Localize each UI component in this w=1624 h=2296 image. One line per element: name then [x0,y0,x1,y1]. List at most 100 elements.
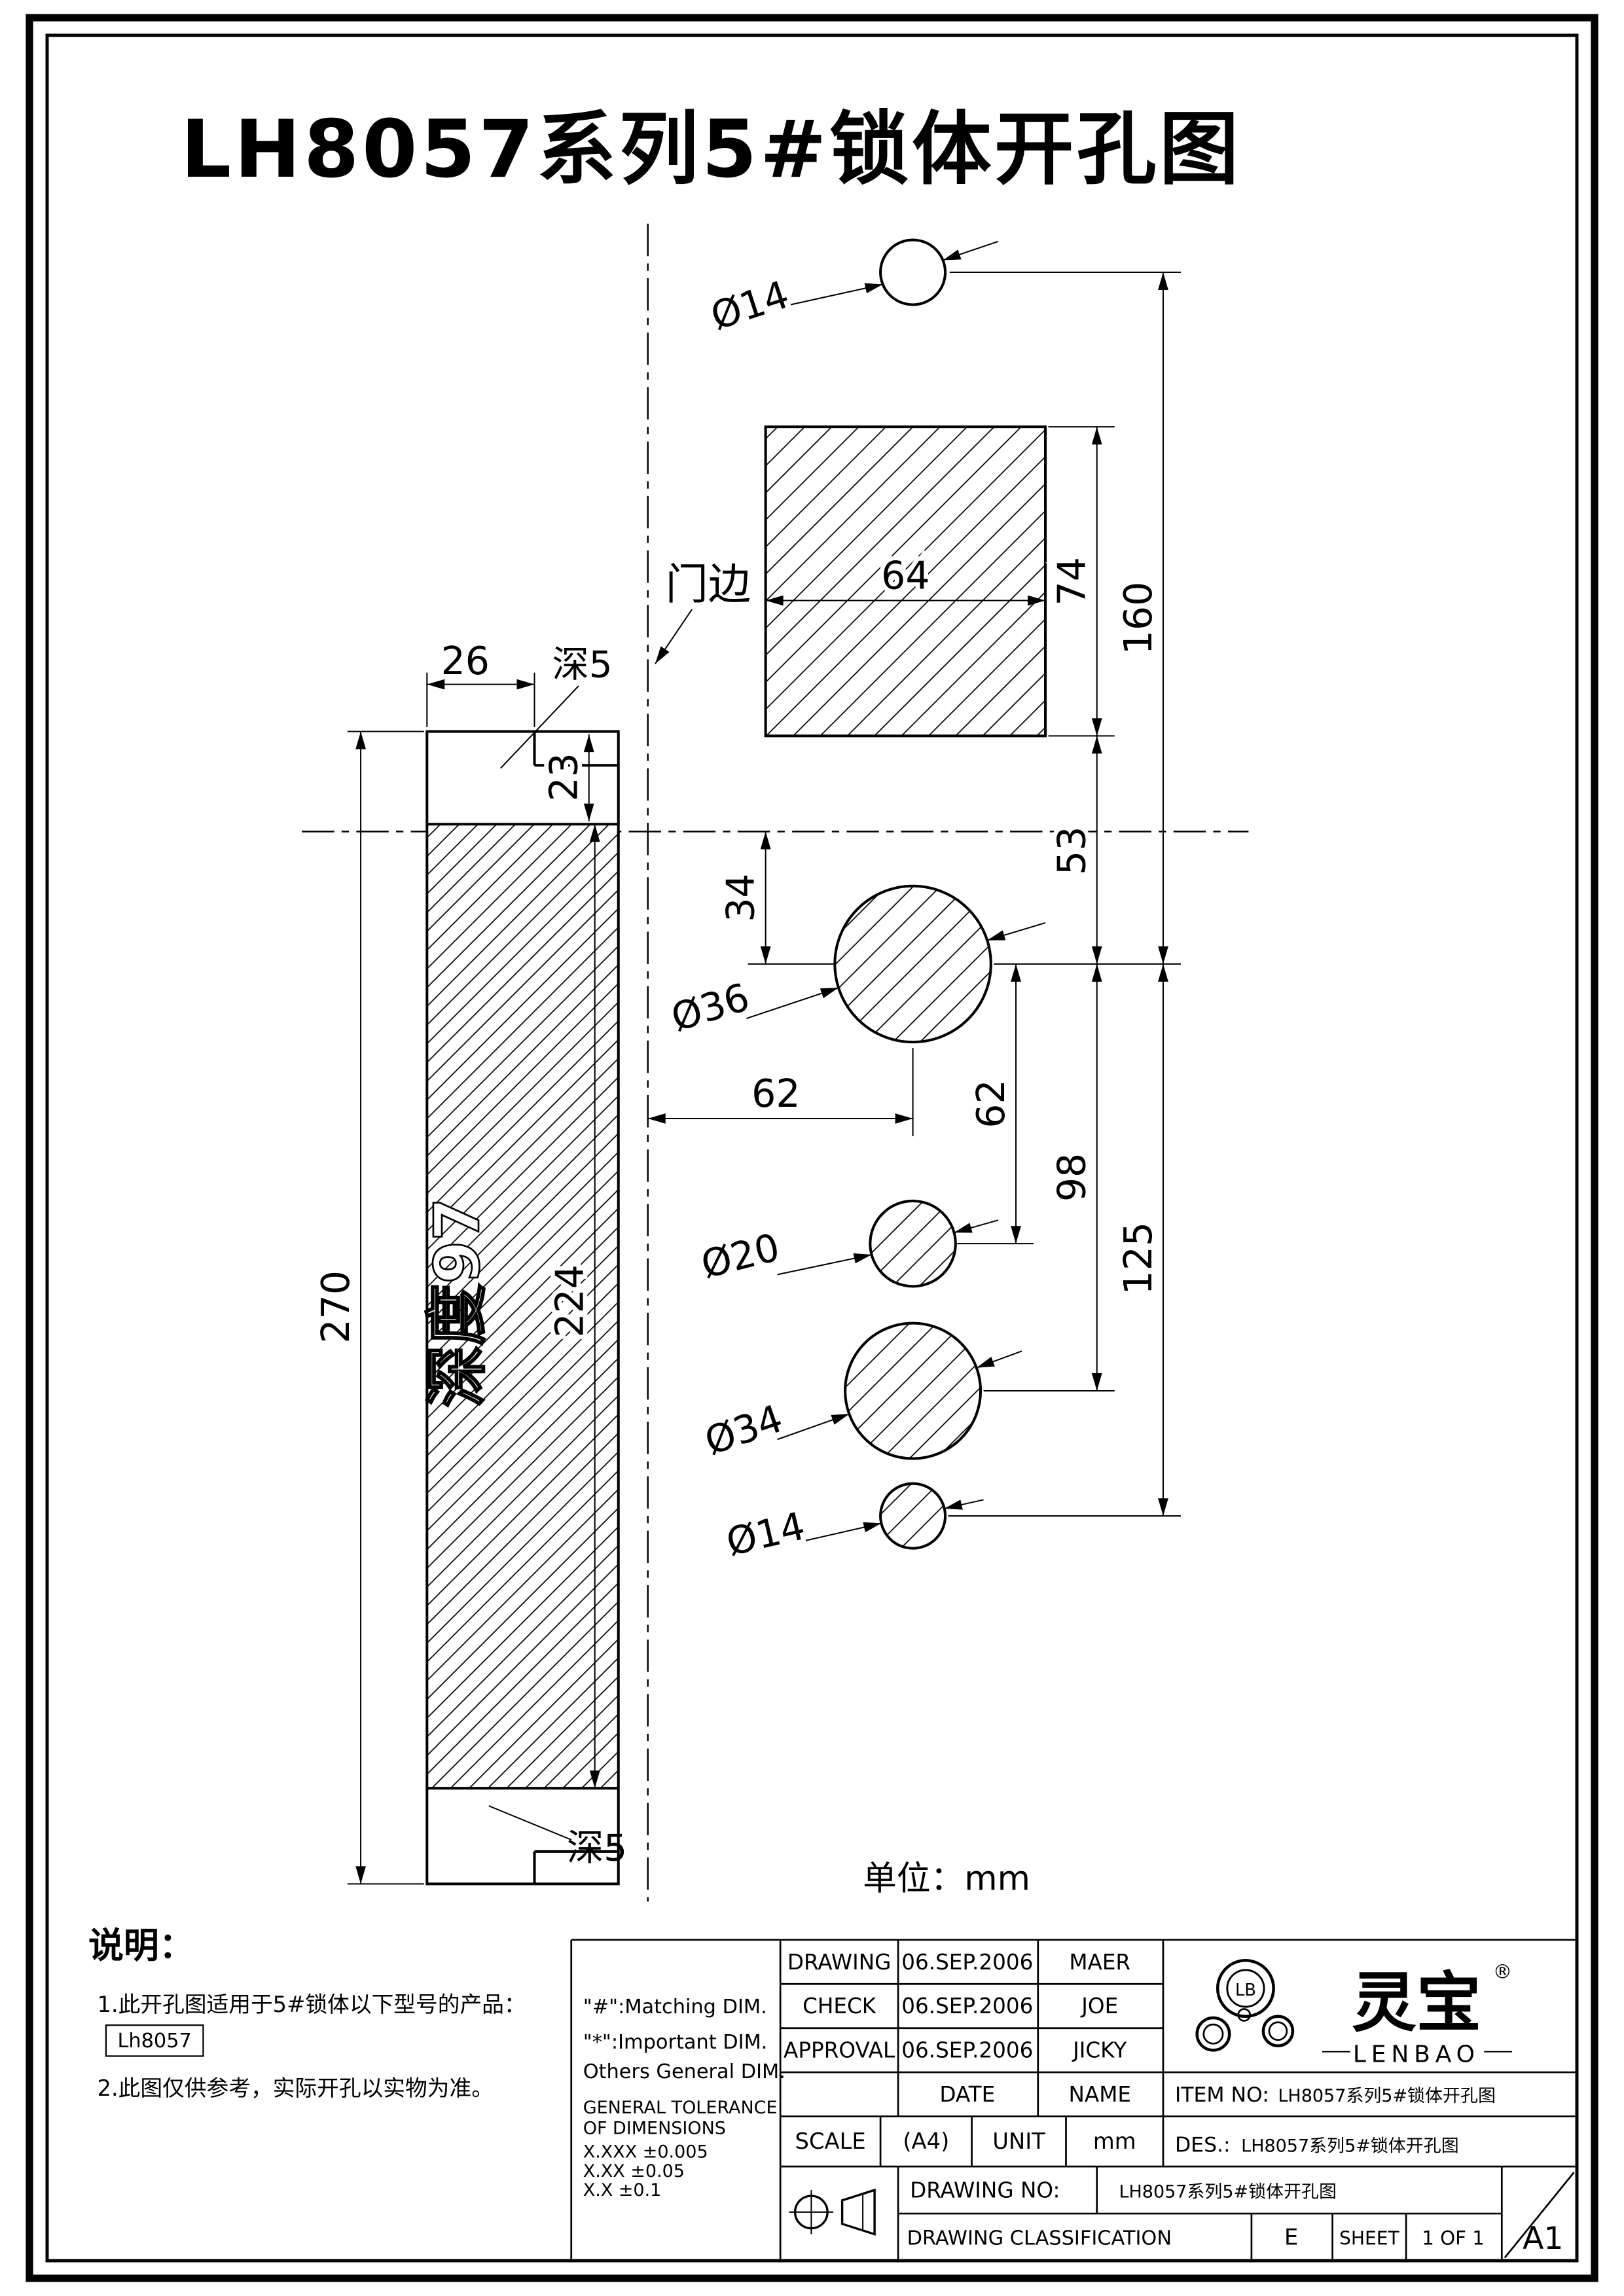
dim-53: 53 [1050,827,1094,875]
logo-brand-cn: 灵宝 [1352,1965,1481,2041]
tolerance-line-5: X.X ±0.1 [583,2180,662,2200]
mounting-rect-group: 64 74 [764,425,1115,738]
cone-icon [840,2188,876,2236]
row-approval-label: APPROVAL [784,2038,895,2063]
page-title: LH8057系列5#锁体开孔图 [181,103,1242,196]
dim-34: 34 [719,874,763,922]
centerlines [302,223,1249,1902]
unit-value: mm [1093,2128,1136,2154]
drawing-no-label: DRAWING NO: [910,2178,1060,2202]
big-hole-group: Ø34 [695,1321,1022,1468]
lenbao-logo: LB 灵宝 ® LENBAO [1195,1959,1513,2068]
mounting-rect [764,425,1047,738]
dim-23: 23 [542,753,586,801]
title-block-grid [570,1939,1578,2261]
dim-notes-column: "#":Matching DIM. "*":Important DIM. Oth… [583,1996,785,2200]
bottom-hole-circle [879,1482,947,1550]
row-check-label: CHECK [803,1994,877,2018]
top-hole-circle [879,238,947,306]
door-edge-label: 门边 [666,560,751,609]
bottom-hole-group: Ø14 [718,1482,984,1569]
spindle-hole-circle [833,884,992,1044]
dim-160: 160 [1116,582,1161,655]
row-check-date: 06.SEP.2006 [901,1994,1033,2018]
format-label: A1 [1523,2221,1563,2257]
dim-rect-width: 64 [881,553,929,598]
lock-plate-group: 26 深5 23 224 270 深度97 深5 [309,634,627,1886]
dim-270: 270 [314,1270,358,1344]
dim-spindle-hole: Ø36 [666,975,755,1040]
logo-brand-en: LENBAO [1353,2041,1480,2068]
dim-big-hole: Ø34 [699,1396,788,1463]
dim-top-hole: Ø14 [706,272,795,339]
depth97-label: 深度97 [422,1198,494,1407]
door-edge-group: 门边 [655,560,751,664]
tolerance-line-3: X.XXX ±0.005 [583,2142,708,2162]
unit-note: 单位：mm [863,1859,1030,1898]
title-block: "#":Matching DIM. "*":Important DIM. Oth… [570,1939,1578,2261]
dim-160-group: 160 [949,272,1181,965]
dim-note-matching: "#":Matching DIM. [583,1996,767,2018]
dim-26: 26 [441,639,490,683]
sheet-label: SHEET [1339,2227,1400,2249]
row-drawing-name: MAER [1069,1950,1130,1975]
model-box-label: Lh8057 [117,2030,191,2053]
notes-section: 说明： 1.此开孔图适用于5#锁体以下型号的产品： Lh8057 2.此图仅供参… [88,1925,526,2101]
logo-registered-mark: ® [1493,1960,1512,1982]
scale-label: SCALE [795,2128,866,2154]
dim-98: 98 [1050,1153,1094,1202]
dim-62-horizontal-group: 62 [647,1048,914,1137]
tolerance-line-4: X.XX ±0.05 [583,2161,685,2181]
row-drawing-date: 06.SEP.2006 [901,1950,1033,1975]
projection-symbol [789,2188,876,2236]
dim-rect-height: 74 [1050,557,1094,605]
classification-label: DRAWING CLASSIFICATION [907,2227,1172,2250]
spinner-logo-icon: LB [1195,1959,1295,2052]
mid-hole-group: Ø20 [693,1199,999,1291]
top-hole-group: Ø14 [701,238,999,343]
mid-hole-circle [869,1199,957,1288]
dim-bottom-hole: Ø14 [722,1503,809,1564]
logo-monogram: LB [1235,1981,1256,2000]
approval-rows: DRAWING 06.SEP.2006 MAER CHECK 06.SEP.20… [784,1950,1131,2107]
classification-value: E [1284,2224,1298,2250]
des-value: LH8057系列5#锁体开孔图 [1241,2136,1459,2157]
item-no-value: LH8057系列5#锁体开孔图 [1278,2086,1496,2106]
dim-62-vertical-group: 62 [955,963,1034,1245]
big-hole-circle [844,1321,983,1460]
row-drawing-label: DRAWING [787,1950,892,1975]
dim-125: 125 [1116,1222,1161,1295]
row-check-name: JOE [1080,1994,1118,2018]
dim-62-horizontal: 62 [751,1071,800,1116]
dim-mid-hole: Ø20 [696,1225,784,1287]
notes-heading: 说明： [88,1925,194,1966]
plate-hatch [427,824,619,1789]
note-1: 1.此开孔图适用于5#锁体以下型号的产品： [97,1992,526,2017]
model-box [105,2024,204,2057]
date-header: DATE [939,2082,995,2107]
page-border [26,14,1598,2282]
right-dims-group: 53 98 125 [948,736,1181,1517]
item-no-label: ITEM NO: [1175,2083,1269,2107]
name-header: NAME [1069,2082,1131,2107]
dim-62-vertical: 62 [969,1079,1013,1128]
dim-224: 224 [548,1265,592,1338]
dim-note-important: "*":Important DIM. [583,2031,768,2054]
des-label: DES.: [1175,2134,1231,2157]
unit-label: UNIT [992,2128,1045,2154]
tolerance-line-2: OF DIMENSIONS [583,2119,726,2139]
scale-value: (A4) [903,2128,949,2154]
depth5-bottom-label: 深5 [567,1827,627,1869]
plate-outline [425,730,620,1886]
tolerance-line-1: GENERAL TOLERANCE [583,2098,778,2118]
drawing-no-value: LH8057系列5#锁体开孔图 [1119,2181,1337,2202]
sheet-value: 1 OF 1 [1422,2227,1485,2249]
row-approval-date: 06.SEP.2006 [901,2038,1033,2063]
depth5-top-label: 深5 [552,643,612,686]
dim-note-others: Others General DIM. [583,2060,785,2083]
note-2: 2.此图仅供参考，实际开孔以实物为准。 [97,2075,493,2101]
format-cell: A1 [1504,2172,1575,2259]
spindle-hole-group: Ø36 34 [662,831,1046,1045]
